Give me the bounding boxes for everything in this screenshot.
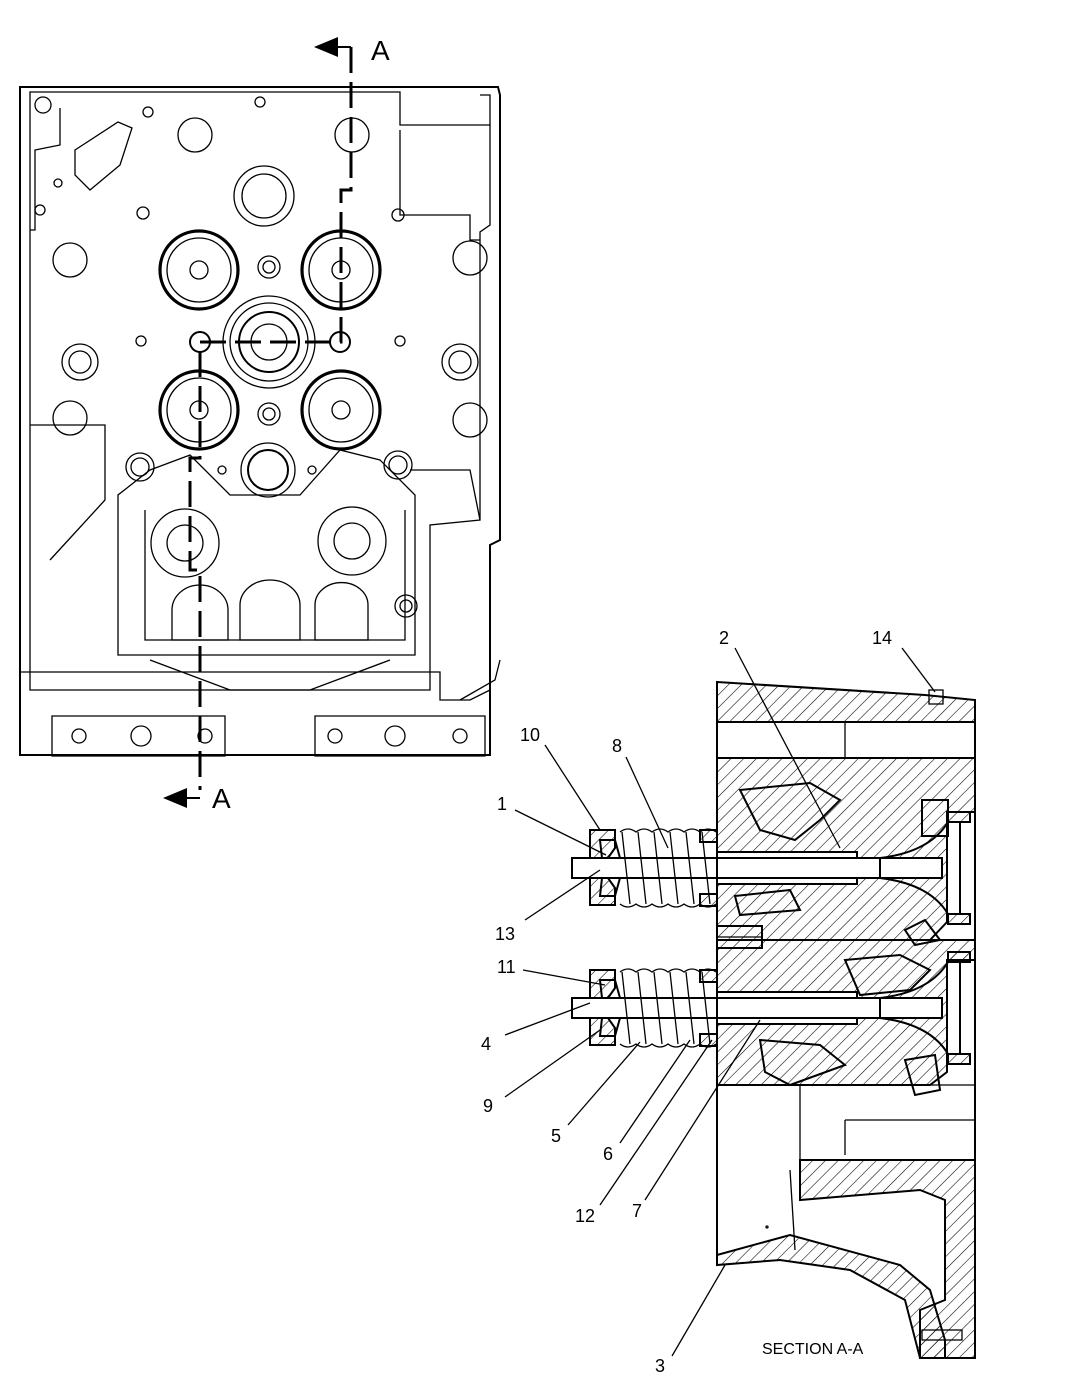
callout-9: 9 <box>483 1096 493 1116</box>
head-outline <box>19 86 501 756</box>
callout-10: 10 <box>520 725 540 745</box>
callout-7: 7 <box>632 1201 642 1221</box>
section-caption: SECTION A-A <box>762 1341 864 1358</box>
port-plate <box>117 449 416 656</box>
callout-11: 11 <box>497 957 516 977</box>
head-lower-rail <box>20 671 491 701</box>
section-view <box>571 680 976 1359</box>
callout-6: 6 <box>603 1144 613 1164</box>
section-cut-line <box>163 37 353 808</box>
callout-5: 5 <box>551 1126 561 1146</box>
callout-13: 13 <box>495 924 515 944</box>
upper-valve-spring <box>589 828 718 908</box>
callout-14: 14 <box>872 628 892 648</box>
section-marker-top: A <box>371 35 390 66</box>
callout-8: 8 <box>612 736 622 756</box>
callout-12: 12 <box>575 1206 595 1226</box>
callout-3: 3 <box>655 1356 665 1376</box>
callout-leaders <box>504 647 936 1357</box>
callout-4: 4 <box>481 1034 491 1054</box>
callout-2: 2 <box>719 628 729 648</box>
cylinder-head-top-view <box>19 86 501 757</box>
section-marker-bottom: A <box>212 783 231 814</box>
callout-1: 1 <box>497 794 507 814</box>
valve-seat-rings <box>158 229 382 451</box>
